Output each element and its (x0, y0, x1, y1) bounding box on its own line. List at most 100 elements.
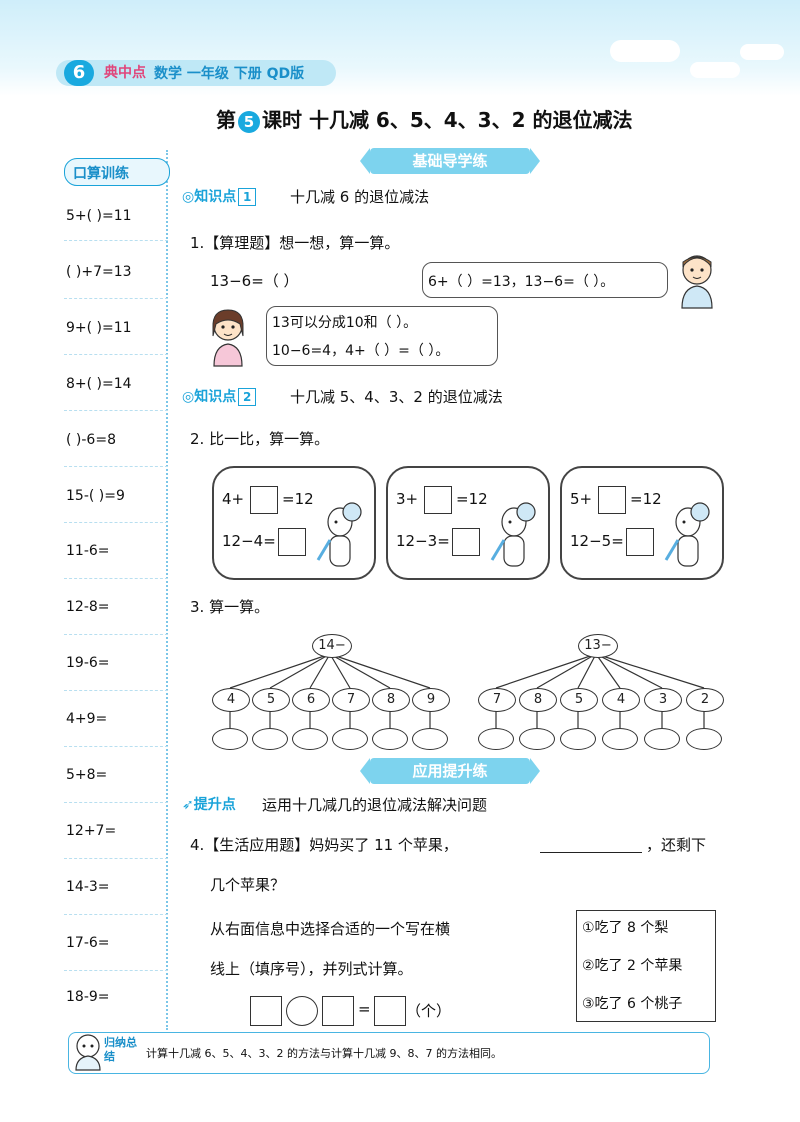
girl-speech-bubble (266, 306, 498, 366)
rocket-icon: ➶ (182, 797, 194, 813)
options-box (576, 910, 716, 1022)
review-item: 12+7= (66, 823, 117, 839)
kp-number: 1 (238, 188, 257, 206)
kp-label: 知识点 (194, 389, 237, 405)
answer-oval[interactable] (212, 728, 248, 750)
divider (64, 634, 168, 635)
question-1-equation: 13−6=（ ） (210, 272, 299, 290)
answer-box[interactable] (250, 486, 278, 514)
tree-leaf: 4 (212, 688, 250, 712)
divider (64, 746, 168, 747)
improvement-tag: ➶提升点 (182, 794, 236, 814)
boy-speech-text: 6+（ ）=13，13−6=（ ）。 (428, 274, 615, 290)
girl-speech-line-2: 10−6=4，4+（ ）=（ ）。 (272, 343, 450, 359)
summary-box (68, 1032, 710, 1074)
question-4-line-2: 几个苹果？ (210, 876, 286, 894)
knowledge-point-text: 十几减 6 的退位减法 (290, 188, 430, 206)
tree-leaf: 7 (332, 688, 370, 712)
review-item: 5+8= (66, 767, 108, 783)
equals-sign: = (358, 1000, 371, 1018)
section-banner-application: 应用提升练 (360, 758, 540, 784)
question-3-title: 3. 算一算。 (190, 598, 270, 616)
cloud-decoration (610, 40, 680, 62)
divider (64, 298, 168, 299)
kp-label: 知识点 (194, 189, 237, 205)
answer-oval[interactable] (602, 728, 638, 750)
answer-oval[interactable] (644, 728, 680, 750)
equation-box[interactable] (322, 996, 354, 1026)
tree-leaf: 5 (252, 688, 290, 712)
answer-oval[interactable] (332, 728, 368, 750)
answer-box[interactable] (424, 486, 452, 514)
unit-label: （个） (406, 1002, 452, 1020)
improvement-text: 运用十几减几的退位减法解决问题 (262, 796, 488, 814)
fill-in-line[interactable] (540, 852, 642, 853)
boy-speech-bubble (422, 262, 668, 298)
mouse-illustration (316, 502, 362, 567)
divider (64, 354, 168, 355)
answer-oval[interactable] (412, 728, 448, 750)
divider (64, 410, 168, 411)
calc-tree-lines (229, 653, 705, 728)
question-4-line-4: 线上（填序号），并列式计算。 (210, 960, 413, 978)
tree-leaf: 7 (478, 688, 516, 712)
compare-top-right: =12 (630, 490, 662, 508)
answer-oval[interactable] (560, 728, 596, 750)
review-item: 14-3= (66, 879, 110, 895)
answer-oval[interactable] (519, 728, 555, 750)
brand-logo: 典中点 (104, 65, 146, 81)
tag-label: 提升点 (193, 797, 236, 813)
summary-mascot-icon (75, 1034, 101, 1071)
divider (64, 970, 168, 971)
operator-circle[interactable] (286, 996, 318, 1026)
divider (64, 690, 168, 691)
compare-bottom: 12−4= (222, 532, 276, 550)
header-band (56, 60, 336, 86)
review-item: 5+( )=11 (66, 208, 132, 224)
banner-text: 基础导学练 (412, 152, 488, 170)
answer-box[interactable] (452, 528, 480, 556)
compare-top-left: 3+ (396, 490, 419, 508)
divider (64, 858, 168, 859)
answer-box[interactable] (626, 528, 654, 556)
mouse-illustration (664, 502, 710, 567)
divider (64, 240, 168, 241)
compare-bottom: 12−5= (570, 532, 624, 550)
kp-number: 2 (238, 388, 257, 406)
review-item: 18-9= (66, 989, 110, 1005)
summary-text: 计算十几减 6、5、4、3、2 的方法与计算十几减 9、8、7 的方法相同。 (146, 1047, 502, 1060)
divider (64, 802, 168, 803)
target-icon: ◎ (182, 189, 195, 205)
option-item: ②吃了 2 个苹果 (582, 958, 683, 974)
answer-box[interactable] (598, 486, 626, 514)
equation-box[interactable] (250, 996, 282, 1026)
review-item: ( )-6=8 (66, 432, 116, 448)
target-icon: ◎ (182, 389, 195, 405)
answer-oval[interactable] (478, 728, 514, 750)
knowledge-point-text: 十几减 5、4、3、2 的退位减法 (290, 388, 503, 406)
boy-illustration (681, 255, 713, 309)
equation-box[interactable] (374, 996, 406, 1026)
answer-box[interactable] (278, 528, 306, 556)
lesson-title-prefix: 第 (216, 108, 236, 132)
answer-oval[interactable] (292, 728, 328, 750)
review-item: 12-8= (66, 599, 110, 615)
question-2-title: 2. 比一比，算一算。 (190, 430, 330, 448)
tree-root: 13− (578, 634, 618, 658)
review-label: 口算训练 (73, 166, 129, 182)
option-item: ①吃了 8 个梨 (582, 920, 669, 936)
summary-label: 归纳总结 (104, 1036, 137, 1063)
tree-leaf: 4 (602, 688, 640, 712)
answer-oval[interactable] (252, 728, 288, 750)
answer-oval[interactable] (372, 728, 408, 750)
tree-leaf: 8 (372, 688, 410, 712)
answer-oval[interactable] (686, 728, 722, 750)
girl-speech-line-1: 13可以分成10和（ ）。 (272, 315, 418, 331)
lesson-number: 5 (238, 111, 260, 133)
review-item: 19-6= (66, 655, 110, 671)
review-item: 17-6= (66, 935, 110, 951)
tree-leaf: 8 (519, 688, 557, 712)
lesson-title-text: 课时 十几减 6、5、4、3、2 的退位减法 (262, 108, 633, 132)
review-item: ( )+7=13 (66, 264, 132, 280)
